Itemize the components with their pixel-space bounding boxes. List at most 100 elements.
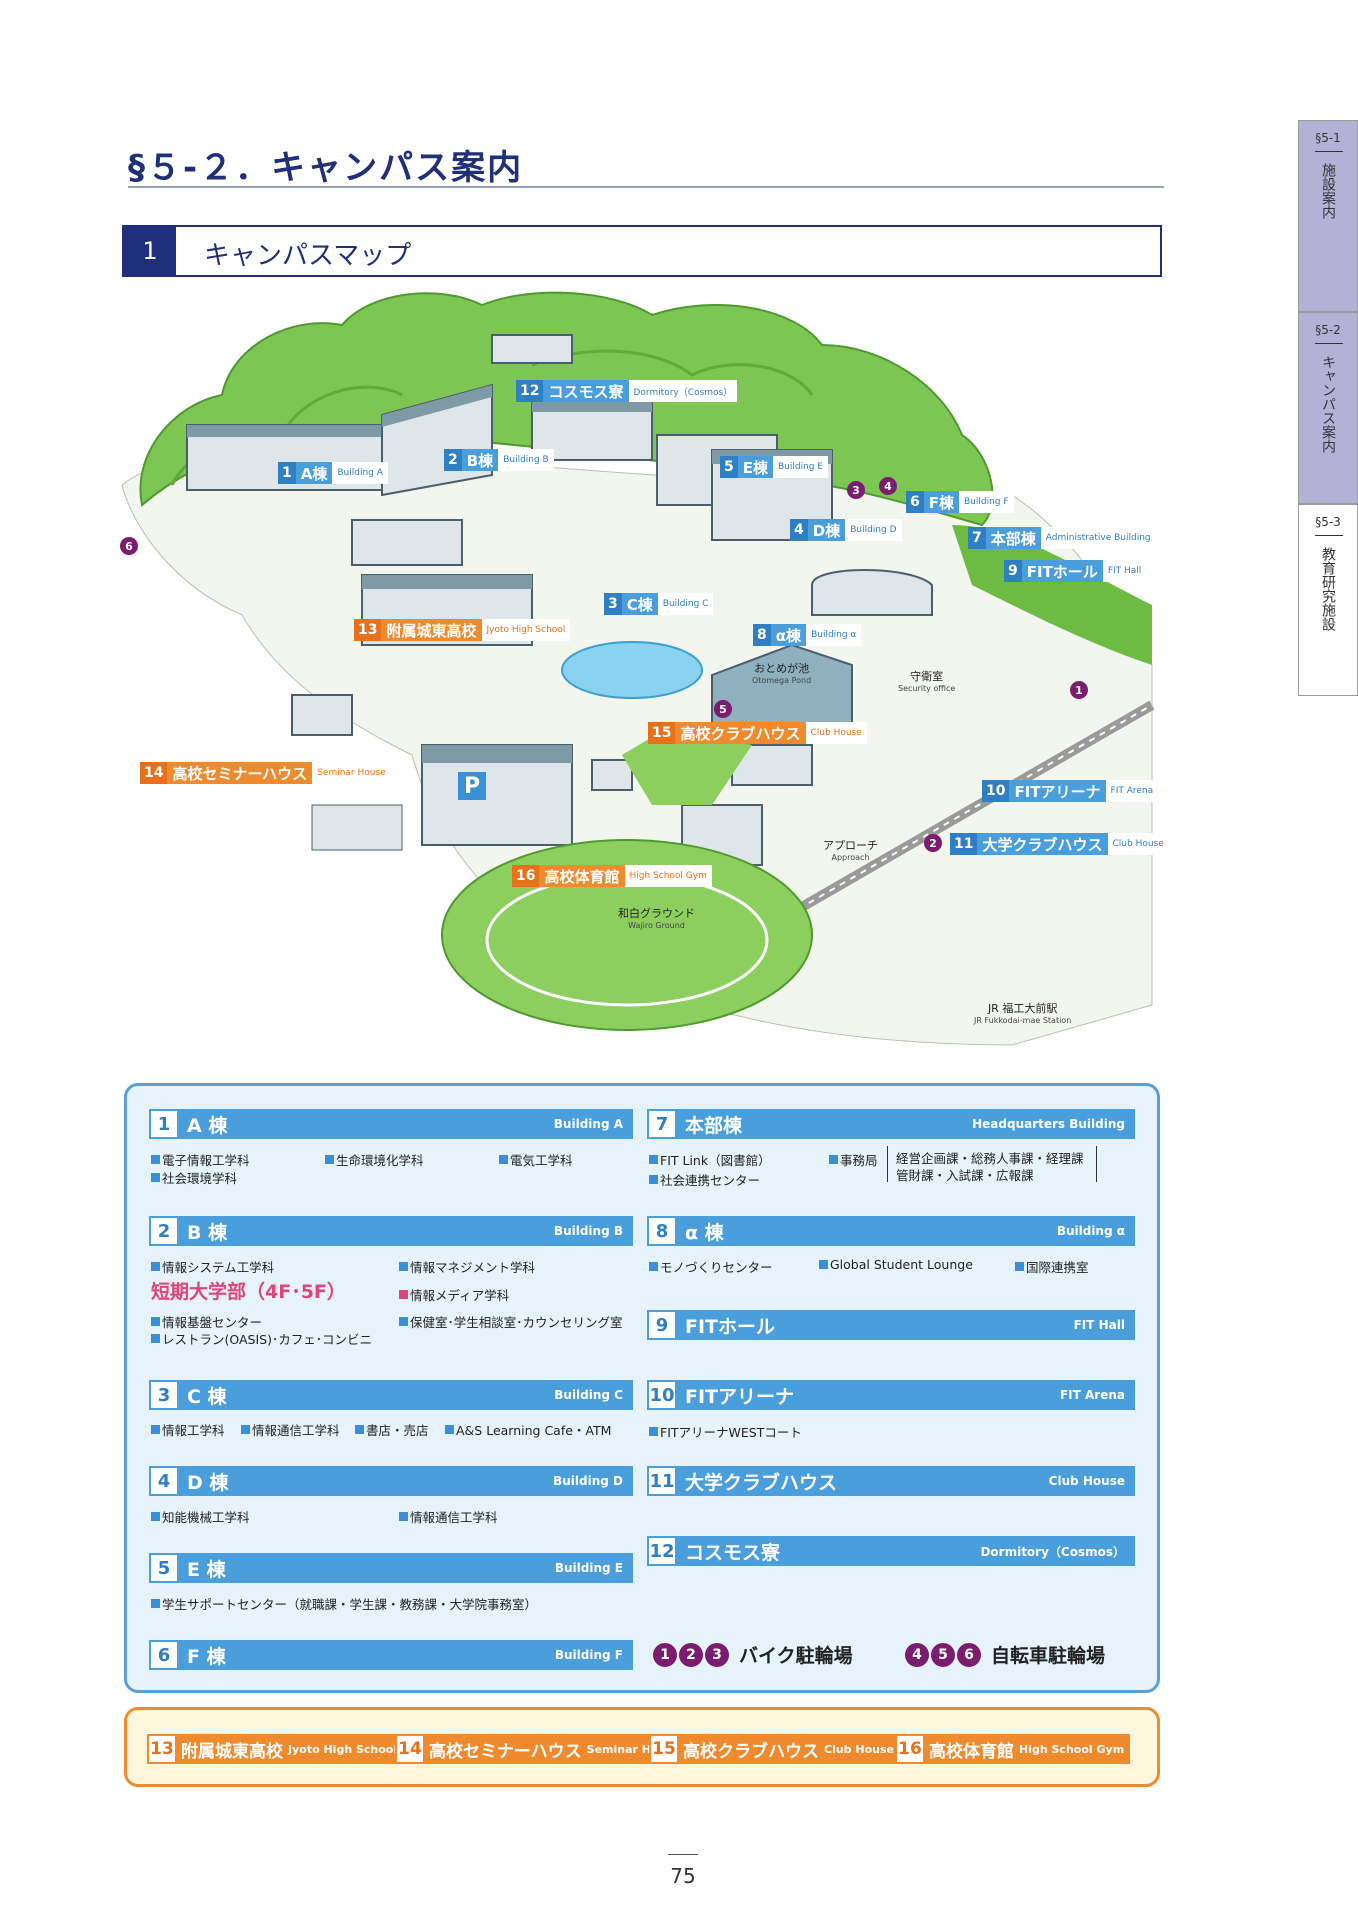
legend-item: 情報基盤センター — [151, 1312, 262, 1331]
jyoto-roof — [362, 575, 532, 589]
seminar-house — [291, 694, 353, 736]
bike-pin: 2 — [924, 834, 942, 852]
legend-item: レストラン(OASIS)･カフェ･コンビニ — [151, 1329, 372, 1348]
bike-pin: 6 — [120, 537, 138, 555]
page-number-rule — [668, 1854, 698, 1855]
dormitory — [491, 334, 573, 364]
legend-item: 保健室･学生相談室･カウンセリング室 — [399, 1312, 623, 1331]
legend-item: 書店・売店 — [355, 1420, 429, 1439]
legend-item: 知能機械工学科 — [151, 1507, 250, 1526]
legend-item: モノづくりセンター — [649, 1257, 773, 1276]
legend-item: 情報マネジメント学科 — [399, 1257, 535, 1276]
side-tab-section: §5-2 — [1315, 323, 1341, 337]
legend-item: 情報通信工学科 — [241, 1420, 340, 1439]
section-header: 1 キャンパスマップ — [122, 225, 1162, 277]
campus-map — [121, 291, 1155, 1046]
legend-item: 情報工学科 — [151, 1420, 225, 1439]
office-line: 経営企画課・総務人事課・経理課 — [896, 1151, 1084, 1166]
title-rule — [128, 186, 1164, 188]
junior-college-label: 短期大学部（4F･5F） — [151, 1281, 346, 1303]
bike-pin: 4 — [879, 477, 897, 495]
side-tab-label: 施設案内 — [1320, 163, 1336, 219]
side-tab-label: キャンパス案内 — [1320, 355, 1336, 453]
legend-item: 電子情報工学科 — [151, 1150, 250, 1169]
bike-pin: 1 — [1070, 681, 1088, 699]
side-tab-5-1[interactable]: §5-1 施設案内 — [1298, 120, 1358, 312]
fit-hall — [811, 569, 933, 616]
side-tab-section: §5-1 — [1315, 131, 1341, 145]
parking-lot — [311, 804, 403, 851]
legend-item: A&S Learning Cafe・ATM — [445, 1420, 611, 1439]
page-number: 75 — [670, 1864, 696, 1888]
hedge — [952, 525, 1152, 665]
legend-item: 情報メディア学科 — [399, 1285, 509, 1304]
page-title: §５-２．キャンパス案内 — [128, 148, 524, 188]
parking-icon: P — [458, 772, 486, 800]
section-title: キャンパスマップ — [204, 241, 412, 271]
legend-item: FIT Link（図書館） — [649, 1150, 771, 1169]
high-school-gym-roof — [422, 745, 572, 763]
bike-pin: 5 — [714, 700, 732, 718]
legend-item: 事務局 — [829, 1150, 878, 1169]
side-tab-5-3[interactable]: §5-3 教育研究施設 — [1298, 504, 1358, 696]
bike-pin: 3 — [847, 481, 865, 499]
side-tab-divider — [1315, 343, 1343, 344]
legend-item: 情報通信工学科 — [399, 1507, 498, 1526]
office-bracket: 経営企画課・総務人事課・経理課 管財課・入試課・広報課 — [887, 1146, 1097, 1183]
side-tab-label: 教育研究施設 — [1320, 547, 1336, 631]
legend-item: 情報システム工学科 — [151, 1257, 274, 1276]
legend-item: Global Student Lounge — [819, 1257, 973, 1272]
legend-item: 国際連携室 — [1015, 1257, 1089, 1276]
legend-item: 学生サポートセンター（就職課・学生課・教務課・大学院事務室） — [151, 1594, 537, 1613]
hs-club-house — [591, 759, 633, 791]
building-c — [351, 519, 463, 566]
side-tab-5-2[interactable]: §5-2 キャンパス案内 — [1298, 312, 1358, 504]
side-tab-section: §5-3 — [1315, 515, 1341, 529]
side-tab-divider — [1315, 151, 1343, 152]
legend-item: FITアリーナWESTコート — [649, 1422, 802, 1441]
legend-item: 社会連携センター — [649, 1170, 760, 1189]
legend-item: 生命環境化学科 — [325, 1150, 424, 1169]
forest-contour — [531, 349, 814, 396]
otomega-pond — [561, 641, 703, 699]
approach-lawn — [622, 725, 752, 805]
side-tab-divider — [1315, 535, 1343, 536]
wajiro-ground — [441, 839, 813, 1031]
section-number: 1 — [124, 227, 176, 275]
